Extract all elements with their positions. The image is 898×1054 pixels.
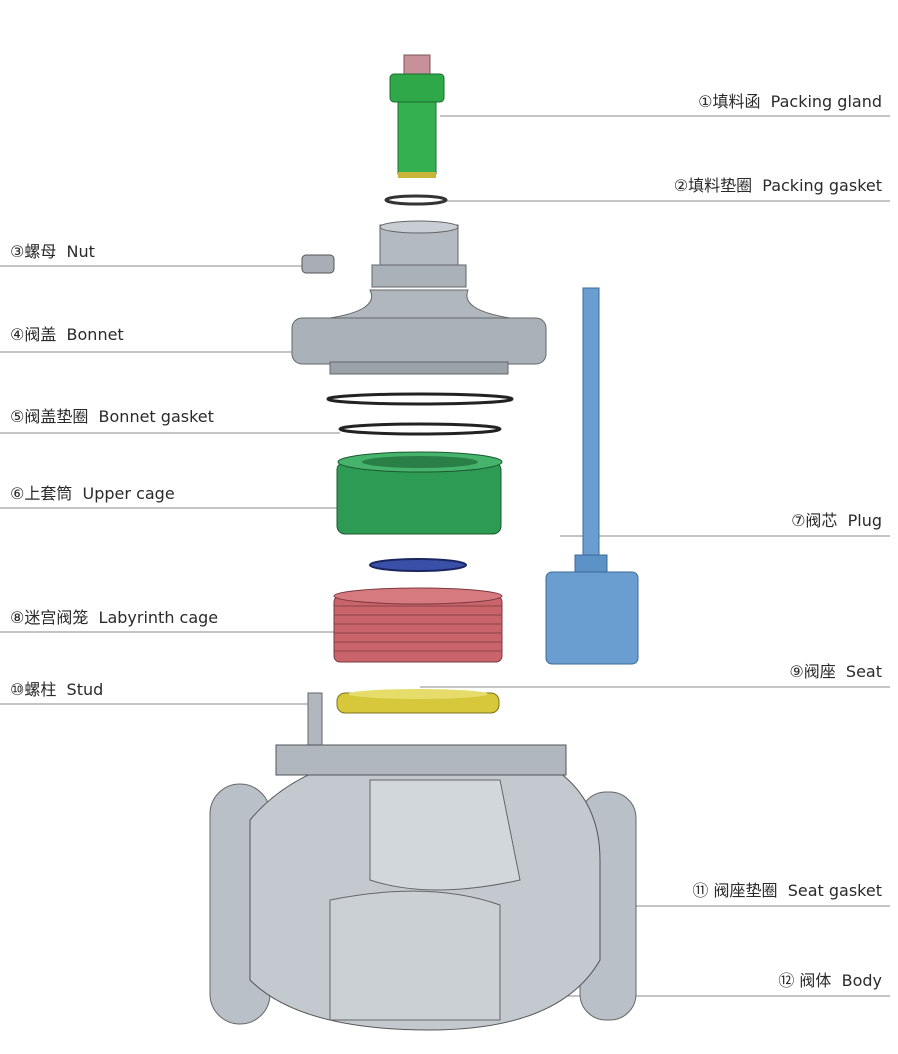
label-packing-gasket: ②填料垫圈 Packing gasket bbox=[673, 176, 882, 195]
label-bonnet: ④阀盖 Bonnet bbox=[10, 325, 124, 344]
labyrinth-cage bbox=[333, 587, 503, 663]
label-upper-cage: ⑥上套筒 Upper cage bbox=[10, 484, 175, 503]
upper-cage bbox=[336, 451, 503, 535]
packing-gasket bbox=[384, 194, 448, 206]
stud bbox=[307, 692, 323, 754]
label-stud: ⑩螺柱 Stud bbox=[10, 680, 104, 699]
valve-body bbox=[209, 744, 637, 1031]
plug bbox=[545, 287, 639, 665]
nut bbox=[301, 254, 335, 274]
label-packing-gland: ①填料函 Packing gland bbox=[698, 92, 882, 111]
bonnet bbox=[291, 220, 547, 375]
label-body: ⑫ 阀体 Body bbox=[778, 971, 882, 990]
label-bonnet-gasket: ⑤阀盖垫圈 Bonnet gasket bbox=[10, 407, 214, 426]
label-labyrinth-cage: ⑧迷宫阀笼 Labyrinth cage bbox=[10, 608, 219, 627]
packing-gland bbox=[389, 54, 445, 178]
bonnet-gaskets bbox=[326, 392, 514, 436]
label-seat: ⑨阀座 Seat bbox=[789, 662, 882, 681]
label-nut: ③螺母 Nut bbox=[10, 242, 95, 261]
seat bbox=[336, 689, 500, 714]
blue-gasket bbox=[369, 558, 467, 572]
label-plug: ⑦阀芯 Plug bbox=[791, 511, 882, 530]
label-seat-gasket: ⑪ 阀座垫圈 Seat gasket bbox=[692, 881, 882, 900]
